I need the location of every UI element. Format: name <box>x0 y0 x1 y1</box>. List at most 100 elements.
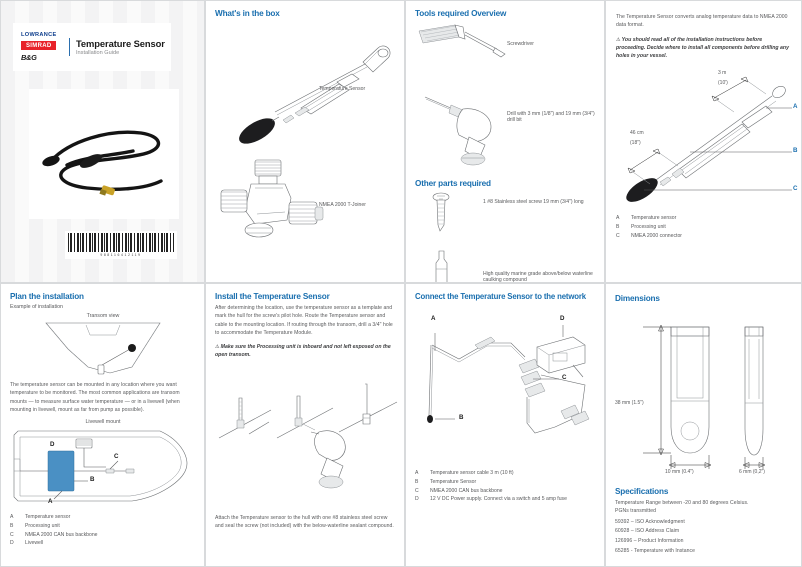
pgn-item: 59392 – ISO Acknowledgment <box>615 518 685 525</box>
legend-value: NMEA 2000 CAN bus backbone <box>430 487 503 494</box>
install-steps-figure <box>215 376 398 508</box>
legend-row: A Temperature sensor cable 3 m (10 ft) <box>415 469 596 478</box>
legend-key: C <box>415 487 419 494</box>
title-block: Temperature Sensor Installation Guide <box>69 38 165 56</box>
overview-warning: ⚠You should read all of the installation… <box>616 36 789 60</box>
plan-subheading: Example of installation <box>10 304 63 310</box>
legend-value: Temperature Sensor <box>430 478 477 485</box>
legend-key: A <box>616 215 620 222</box>
dimension-probe-metric: 46 cm <box>630 130 644 137</box>
tool-label-drill: Drill with 3 mm (1/8") and 19 mm (3/4") … <box>507 111 595 123</box>
legend-key: B <box>415 478 419 485</box>
figure-caption-livewell: Livewell mount <box>85 419 121 425</box>
plan-legend: A Temperature sensor B Processing unit C NM… <box>10 513 196 548</box>
install-warning: ⚠Make sure the Processing unit is inboar… <box>215 344 391 359</box>
legend-row: B Processing unit <box>10 522 196 531</box>
callout-a: A <box>793 103 798 111</box>
lowrance-logo: LOWRANCE <box>21 32 57 38</box>
legend-row: A Temperature sensor <box>616 214 791 223</box>
dimension-probe-imperial: (18") <box>630 140 641 147</box>
section-heading-dimensions: Dimensions <box>615 294 660 303</box>
legend-row: D 12 V DC Power supply. Connect via a swi… <box>415 495 596 504</box>
legend-key: B <box>10 522 14 529</box>
overview-intro: The Temperature Sensor converts analog t… <box>616 14 788 29</box>
legend-key: C <box>616 232 620 239</box>
connect-network-panel: Connect the Temperature Sensor to the ne… <box>405 283 605 567</box>
legend-value: Temperature sensor cable 3 m (10 ft) <box>430 470 514 476</box>
callout-b: B <box>90 476 95 483</box>
install-sensor-panel: Install the Temperature Sensor After det… <box>205 283 405 567</box>
part-label-screw: 1 #8 Stainless steel screw 19 mm (3/4") … <box>483 199 584 205</box>
drill-figure: Drill with 3 mm (1/8") and 19 mm (3/4") … <box>415 93 596 175</box>
dimension-height-label: 38 mm (1.5") <box>615 400 644 406</box>
legend-row: A Temperature sensor <box>10 513 196 522</box>
simrad-logo: SIMRAD <box>21 41 57 50</box>
warning-triangle-icon: ⚠ <box>215 344 220 350</box>
legend-row: C NMEA 2000 CAN bus backbone <box>10 531 196 540</box>
dimension-cable-metric: 3 m <box>718 70 727 77</box>
legend-value: Processing unit <box>631 224 666 231</box>
callout-a: A <box>431 315 436 322</box>
section-heading-box: What's in the box <box>215 9 280 18</box>
callout-d: D <box>560 315 565 322</box>
dimension-drawings: 38 mm (1.5") 10 mm (0.4") 6 mm (0,2") <box>615 309 793 481</box>
legend-key: A <box>10 514 14 520</box>
dimension-cable-imperial: (10') <box>718 80 728 87</box>
tool-label-screwdriver: Screwdriver <box>507 41 534 47</box>
overview-figure: 3 m (10') 46 cm (18") A B C <box>616 70 797 210</box>
screwdriver-figure: Screwdriver <box>415 21 596 93</box>
page-title: Temperature Sensor <box>76 38 165 49</box>
figure-caption-transom: Transom view <box>86 313 120 319</box>
legend-key: C <box>10 531 14 538</box>
spec-pgn-label: PGNs transmitted <box>615 508 657 515</box>
dimension-width-label: 10 mm (0.4") <box>665 469 694 475</box>
pgn-item: 126996 – Product Information <box>615 537 684 544</box>
callout-d: D <box>50 441 55 448</box>
tools-required-panel: Tools required Overview Screwdriver <box>405 0 605 283</box>
legend-value: NMEA 2000 CAN bus backbone <box>25 531 98 538</box>
whats-in-the-box-panel: What's in the box <box>205 0 405 283</box>
spec-temperature-range: Temperature Range between -20 and 80 deg… <box>615 500 749 506</box>
livewell-mount-figure: D C B A <box>10 425 196 509</box>
legend-value: Temperature sensor <box>631 215 677 222</box>
pgn-item: 65285 - Temperature with Instance <box>615 547 696 554</box>
barcode-digits: 988116412119 <box>100 252 142 257</box>
section-heading-connect: Connect the Temperature Sensor to the ne… <box>415 292 586 301</box>
section-heading-other-parts: Other parts required <box>415 179 491 188</box>
legend-key: D <box>10 540 14 547</box>
callout-c: C <box>562 374 567 381</box>
sensor-figure: Temperature Sensor <box>215 28 396 148</box>
legend-value: NMEA 2000 connector <box>631 232 682 239</box>
legend-key: A <box>415 470 419 476</box>
section-heading-plan: Plan the installation <box>10 292 84 301</box>
legend-row: B Temperature Sensor <box>415 478 596 487</box>
plan-installation-panel: Plan the installation Example of install… <box>0 283 205 567</box>
callout-c: C <box>114 453 119 460</box>
legend-value: Temperature sensor <box>25 514 71 520</box>
dimension-depth-label: 6 mm (0,2") <box>739 469 765 475</box>
caulk-figure: High quality marine grade above/below wa… <box>415 249 596 282</box>
callout-a: A <box>48 498 53 505</box>
legend-value: 12 V DC Power supply. Connect via a swit… <box>430 496 567 503</box>
network-diagram-figure: A B C D <box>415 315 596 461</box>
legend-row: C NMEA 2000 connector <box>616 232 791 241</box>
callout-b: B <box>793 147 798 155</box>
section-heading-specifications: Specifications <box>615 487 669 496</box>
legend-value: Processing unit <box>25 522 60 529</box>
cover-panel: LOWRANCE SIMRAD B&G Temperature Sensor I… <box>0 0 205 283</box>
pgn-list: 59392 – ISO Acknowledgment 60928 – ISO A… <box>615 518 793 557</box>
section-heading-tools: Tools required Overview <box>415 9 507 18</box>
screw-figure: 1 #8 Stainless steel screw 19 mm (3/4") … <box>415 191 596 249</box>
brand-title-card: LOWRANCE SIMRAD B&G Temperature Sensor I… <box>13 23 171 71</box>
bandg-logo: B&G <box>21 53 37 62</box>
connect-legend: A Temperature sensor cable 3 m (10 ft) B T… <box>415 469 596 504</box>
page-subtitle: Installation Guide <box>76 50 120 56</box>
legend-key: D <box>415 496 419 503</box>
product-photo <box>29 89 179 219</box>
transom-view-figure <box>10 319 196 381</box>
callout-b: B <box>459 414 464 421</box>
